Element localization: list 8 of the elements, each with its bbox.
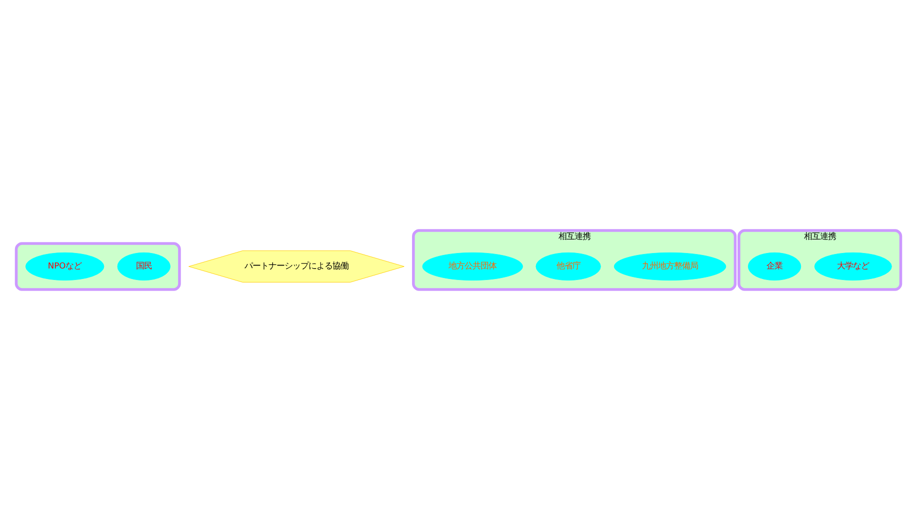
node-ellipse: NPOなど bbox=[25, 252, 104, 281]
node-ellipse: 国民 bbox=[117, 252, 170, 281]
node-ellipse: 地方公共団体 bbox=[422, 252, 523, 281]
node-ellipse: 企業 bbox=[748, 252, 802, 281]
node-ellipse: 九州地方整備局 bbox=[614, 252, 726, 281]
node-ellipse: 他省庁 bbox=[536, 252, 601, 281]
node-ellipse: 大学など bbox=[814, 252, 892, 281]
cluster bbox=[14, 242, 181, 291]
